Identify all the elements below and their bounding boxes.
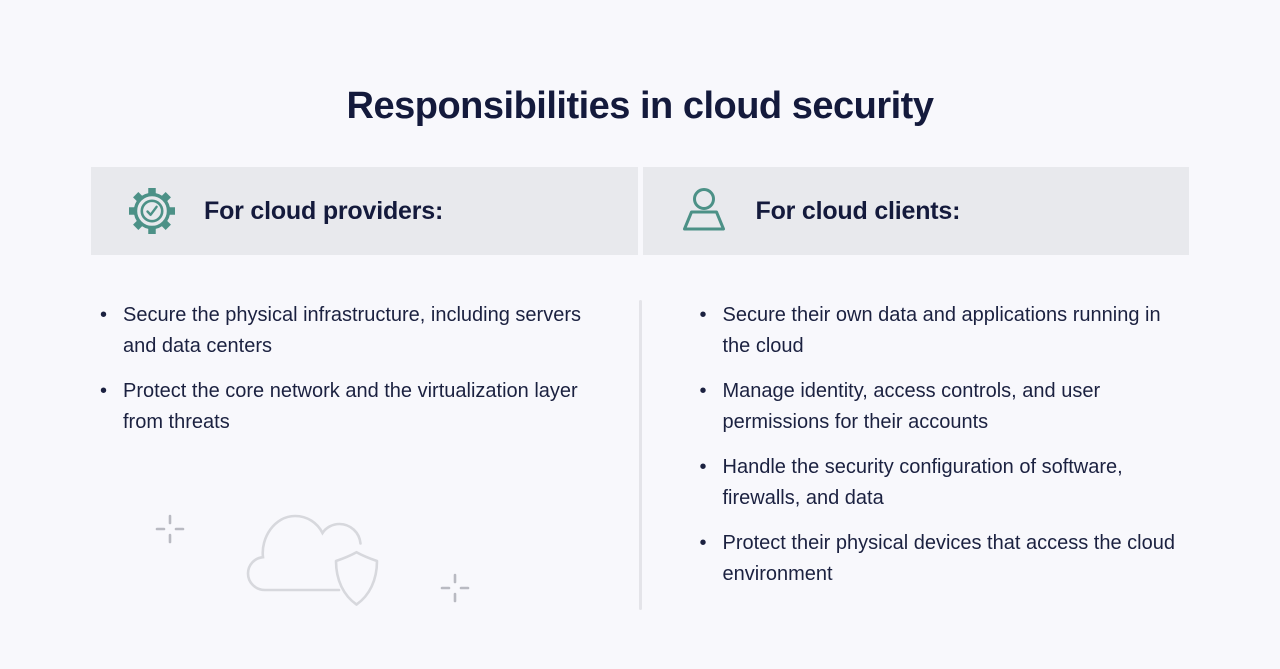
column-cloud-clients: For cloud clients: Secure their own data… (642, 167, 1189, 604)
list-item: Secure their own data and applications r… (700, 300, 1180, 362)
clients-header-label: For cloud clients: (755, 196, 961, 225)
column-divider (639, 300, 642, 610)
list-item: Manage identity, access controls, and us… (700, 376, 1180, 438)
cloud-shield-outline-icon (243, 503, 391, 620)
crosshair-plus-icon (437, 570, 473, 611)
column-cloud-providers: For cloud providers: Secure the physical… (91, 167, 638, 604)
list-item: Secure the physical infrastructure, incl… (100, 300, 600, 362)
clients-bullet-list: Secure their own data and applications r… (700, 300, 1180, 590)
comparison-table: For cloud providers: Secure the physical… (91, 167, 1189, 604)
providers-header: For cloud providers: (91, 167, 638, 255)
clients-header: For cloud clients: (642, 167, 1189, 255)
list-item: Handle the security configuration of sof… (700, 452, 1180, 514)
crosshair-plus-icon (152, 511, 188, 552)
list-item: Protect the core network and the virtual… (100, 376, 600, 438)
person-icon (676, 183, 732, 239)
providers-bullet-list: Secure the physical infrastructure, incl… (100, 300, 600, 438)
list-item: Protect their physical devices that acce… (700, 528, 1180, 590)
page-title: Responsibilities in cloud security (346, 85, 934, 128)
gear-check-icon (124, 183, 180, 239)
providers-header-label: For cloud providers: (204, 196, 444, 225)
